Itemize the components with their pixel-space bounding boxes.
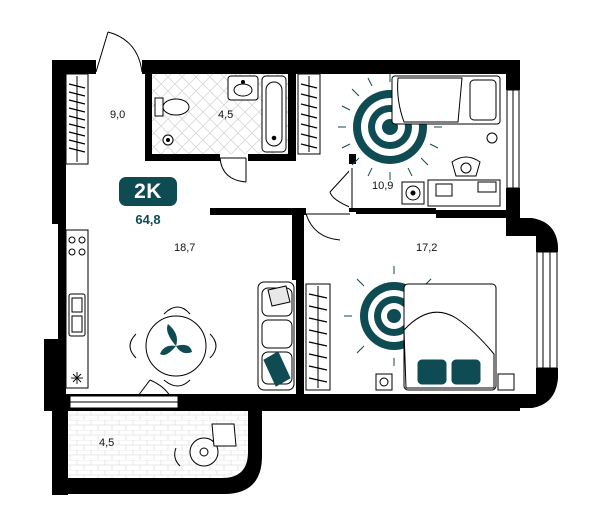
sofa: [257, 281, 295, 391]
wall-top-right: [142, 60, 520, 74]
balcony-chair: [174, 447, 181, 467]
balcony-wall-left: [52, 411, 68, 495]
wall-living-right-a: [292, 214, 304, 280]
balcony-wall-outer: [52, 411, 262, 494]
room-area-bathroom: 4,5: [218, 109, 234, 121]
doors: [95, 31, 356, 397]
bed-pillow: [451, 359, 481, 385]
wall-left-middle: [58, 224, 66, 339]
toilet-icon: [162, 98, 190, 116]
bay-wall-top: [506, 218, 558, 252]
kitchen-counter: [65, 229, 89, 389]
entrance-door: [95, 31, 143, 73]
bedroom-large-furniture: [344, 266, 515, 391]
sofa-cushion: [261, 319, 293, 349]
bedroom-small-door: [329, 167, 353, 209]
wall-bath-left: [145, 74, 152, 160]
room-area-kitchen-living: 18,7: [174, 242, 196, 254]
room-area-balcony: 4,5: [99, 437, 115, 449]
dining-set: [129, 306, 217, 387]
windows: [69, 89, 558, 409]
wall-bedroom-small-bottom-a: [356, 208, 436, 214]
total-area-label: 64,8: [135, 212, 161, 227]
bed-pillow: [469, 79, 497, 121]
balcony-door: [137, 379, 171, 397]
bedroom-large-door: [305, 213, 350, 241]
room-area-bedroom-large: 17,2: [416, 242, 438, 254]
stove-icon: [68, 236, 86, 256]
room-area-bedroom-small: 10,9: [372, 180, 394, 192]
bathroom-fixtures: [154, 75, 287, 153]
wall-bath-bottom-a: [145, 154, 220, 161]
bathtub-icon: [261, 75, 287, 153]
room-area-hallway: 9,0: [110, 109, 126, 121]
chair-left: [129, 333, 137, 359]
bathroom-door: [219, 157, 247, 183]
chair-right: [209, 333, 217, 359]
pillow-icon: [267, 285, 291, 307]
bedroom-small-wardrobe: [297, 73, 321, 155]
wall-right-top: [506, 60, 520, 90]
wall-bath-bottom-b: [248, 154, 294, 161]
wall-bedroom-small-bottom-b: [436, 210, 520, 218]
drain-icon: [162, 134, 174, 146]
apartment-type-badge: 2K: [119, 177, 177, 206]
lamp-icon: [486, 132, 498, 144]
blanket-icon: [263, 351, 291, 387]
nightstand-right: [497, 373, 515, 391]
toilet-tank-icon: [154, 97, 164, 117]
wall-left-top: [52, 60, 66, 164]
hallway-wardrobe: [65, 73, 89, 165]
chair-bottom: [163, 379, 191, 387]
plant-icon: [160, 324, 192, 355]
bedroom-large-wardrobe: [305, 283, 331, 391]
fridge-snowflake-icon: [71, 372, 83, 384]
wardrobes: [65, 73, 331, 391]
chair-top: [163, 306, 191, 315]
wall-left-thick: [52, 164, 66, 224]
wall-top-left: [52, 60, 96, 74]
wall-bath-right: [288, 74, 296, 161]
wall-living-top: [210, 208, 306, 215]
bed-blanket: [397, 77, 463, 123]
desk: [427, 179, 501, 207]
kitchen: [65, 229, 89, 389]
kitchen-sink-icon: [68, 293, 86, 337]
wall-left-bottom: [44, 339, 66, 411]
nightstand-left: [375, 373, 393, 391]
bed-pillow: [417, 359, 447, 385]
wall-living-right-b: [296, 280, 304, 394]
balcony-furniture: [174, 423, 237, 467]
balcony-table: [189, 437, 219, 467]
bedroom-small-furniture: [338, 74, 501, 207]
balcony-chair: [211, 423, 237, 447]
desk-chair: [451, 156, 481, 177]
window-bedroom-large: [536, 251, 558, 369]
